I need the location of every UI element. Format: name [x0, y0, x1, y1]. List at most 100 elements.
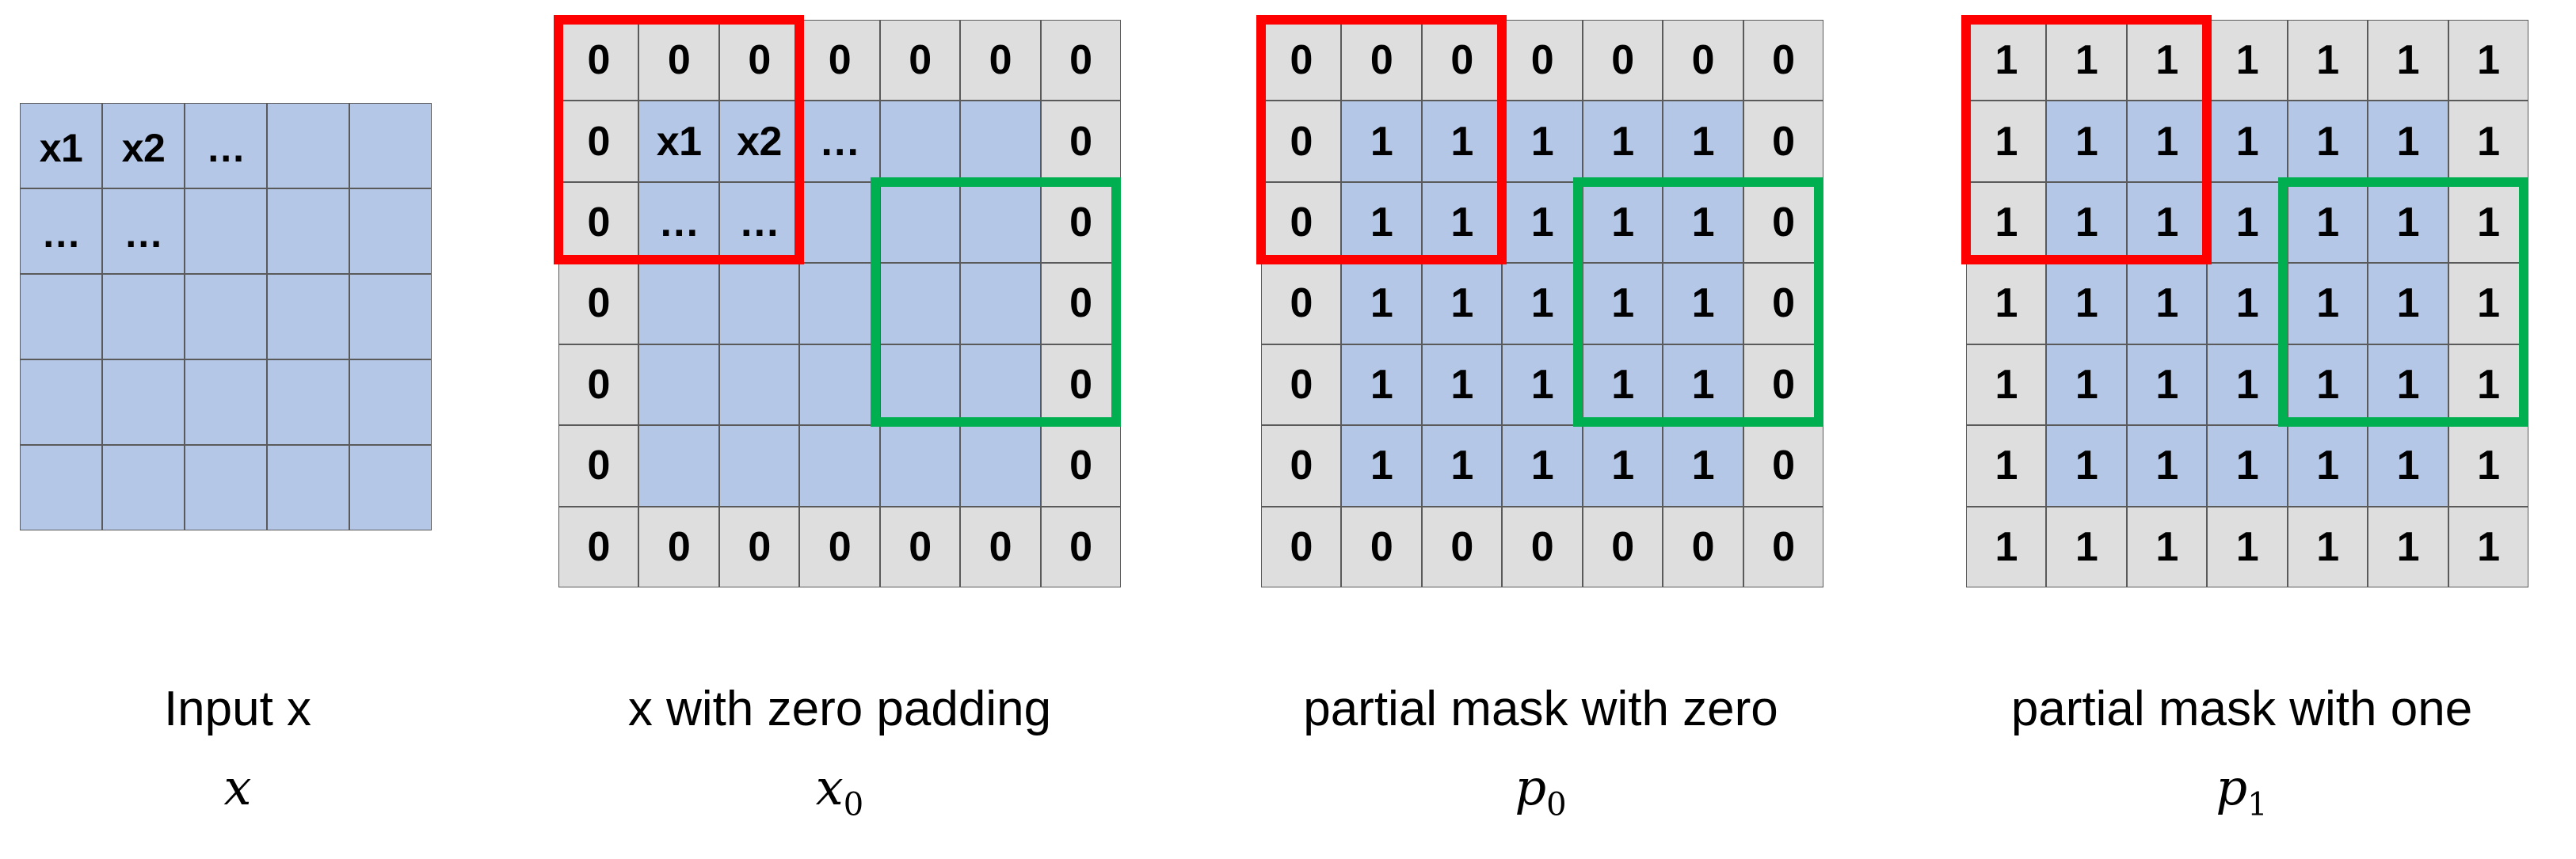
grid-cell: 1 [2448, 344, 2528, 426]
grid-cell: 1 [2368, 344, 2448, 426]
grid-cell: 1 [1966, 344, 2047, 426]
grid-cell: 0 [558, 181, 639, 264]
grid-cell: 1 [2287, 101, 2368, 182]
caption-input: Input x x [0, 682, 475, 825]
grid-cell: x2 [102, 103, 185, 188]
grid-cell: 0 [1743, 101, 1823, 182]
grid-cell [267, 274, 349, 359]
grid-cell: 0 [1040, 506, 1121, 587]
grid-cell [102, 445, 185, 530]
grid-cell: 1 [2207, 506, 2288, 587]
grid-cell [102, 359, 185, 445]
grid-cell: 0 [1743, 344, 1823, 426]
grid-cell: 0 [960, 506, 1041, 587]
grid-cell: 1 [2368, 101, 2448, 182]
grid-cell [267, 103, 349, 188]
grid-cell: 1 [2207, 20, 2288, 101]
grid-cell [799, 344, 880, 426]
grid-cell: 1 [2126, 506, 2208, 587]
grid-cell: 0 [558, 344, 639, 426]
grid-cell: 0 [1582, 506, 1663, 587]
grid-cell: 1 [2207, 263, 2288, 344]
grid-cell: 0 [1261, 506, 1342, 587]
grid-cell: 1 [2368, 263, 2448, 344]
grid-cell: 1 [1341, 425, 1422, 507]
grid-cell: 1 [1966, 263, 2047, 344]
grid-cell: 1 [2046, 344, 2127, 426]
grid-cell: 1 [1582, 101, 1663, 182]
grid-cell: 0 [1743, 425, 1823, 507]
grid-cell: 0 [1261, 344, 1342, 426]
grid-cell: 1 [1966, 181, 2047, 264]
grid-cell [718, 425, 800, 507]
grid-cell: 0 [1341, 506, 1422, 587]
grid-cell: 1 [2126, 263, 2208, 344]
grid-cell [185, 274, 267, 359]
caption-text: partial mask with zero [1303, 682, 1778, 736]
grid-cell: 1 [2207, 101, 2288, 182]
grid-cell: x2 [718, 101, 800, 182]
grid-cell [638, 425, 719, 507]
grid-cell: 0 [1040, 344, 1121, 426]
grid-cell [638, 344, 719, 426]
grid-cell: 0 [558, 425, 639, 507]
grid-cell: 0 [558, 506, 639, 587]
grid-cell: 1 [2448, 263, 2528, 344]
grid-cell: 1 [2126, 20, 2208, 101]
grid-cell: 0 [1743, 181, 1823, 264]
grid-cell: 1 [1502, 263, 1583, 344]
grid-cell [718, 263, 800, 344]
grid-cell: 1 [2046, 263, 2127, 344]
grid-cell: 0 [638, 506, 719, 587]
caption-partial-mask-one: partial mask with one p1 [1941, 682, 2543, 825]
grid-cell: 0 [558, 101, 639, 182]
grid-cell: 1 [2207, 344, 2288, 426]
grid-cell [799, 425, 880, 507]
grid-cell: 1 [2046, 181, 2127, 264]
grid-cell [879, 181, 961, 264]
grid-cell: 1 [1341, 263, 1422, 344]
grid-cell: 1 [2287, 263, 2368, 344]
grid-cell [349, 359, 432, 445]
grid-cell: 1 [1663, 101, 1743, 182]
grid-cell: 0 [1261, 181, 1342, 264]
grid-cell: 0 [1743, 20, 1823, 101]
grid-cell [102, 274, 185, 359]
grid-cell [267, 445, 349, 530]
grid-cell: 0 [1040, 101, 1121, 182]
grid-cell: 1 [1966, 425, 2047, 507]
grid-cell: … [799, 101, 880, 182]
grid-cell: 1 [1421, 263, 1503, 344]
grid-cell: 1 [2368, 506, 2448, 587]
grid-cell: 1 [2287, 506, 2368, 587]
grid-cell: 1 [1502, 101, 1583, 182]
grid-cell: 0 [1663, 20, 1743, 101]
grid-cell: 1 [2046, 20, 2127, 101]
grid-cell: 0 [1421, 20, 1503, 101]
grid-cell: 0 [1582, 20, 1663, 101]
grid-cell: 1 [1663, 181, 1743, 264]
grid-cell [960, 263, 1041, 344]
grid-cell: 0 [960, 20, 1041, 101]
grid-cell: 1 [2287, 20, 2368, 101]
caption-partial-mask-zero: partial mask with zero p0 [1236, 682, 1846, 825]
grid-cell: 0 [1040, 181, 1121, 264]
grid-cell [349, 445, 432, 530]
grid-cell: … [718, 181, 800, 264]
grid-cell [960, 181, 1041, 264]
grid-cell: 1 [1421, 181, 1503, 264]
caption-x-zero-padding: x with zero padding x0 [539, 682, 1141, 825]
grid-cell [638, 263, 719, 344]
grid-cell: 1 [2368, 20, 2448, 101]
grid-cell: 0 [558, 263, 639, 344]
grid-cell [960, 344, 1041, 426]
grid-cell: 1 [2448, 181, 2528, 264]
grid-cell [879, 263, 961, 344]
grid-cell: x1 [20, 103, 102, 188]
caption-symbol: x [223, 758, 252, 817]
grid-cell: 1 [1966, 20, 2047, 101]
